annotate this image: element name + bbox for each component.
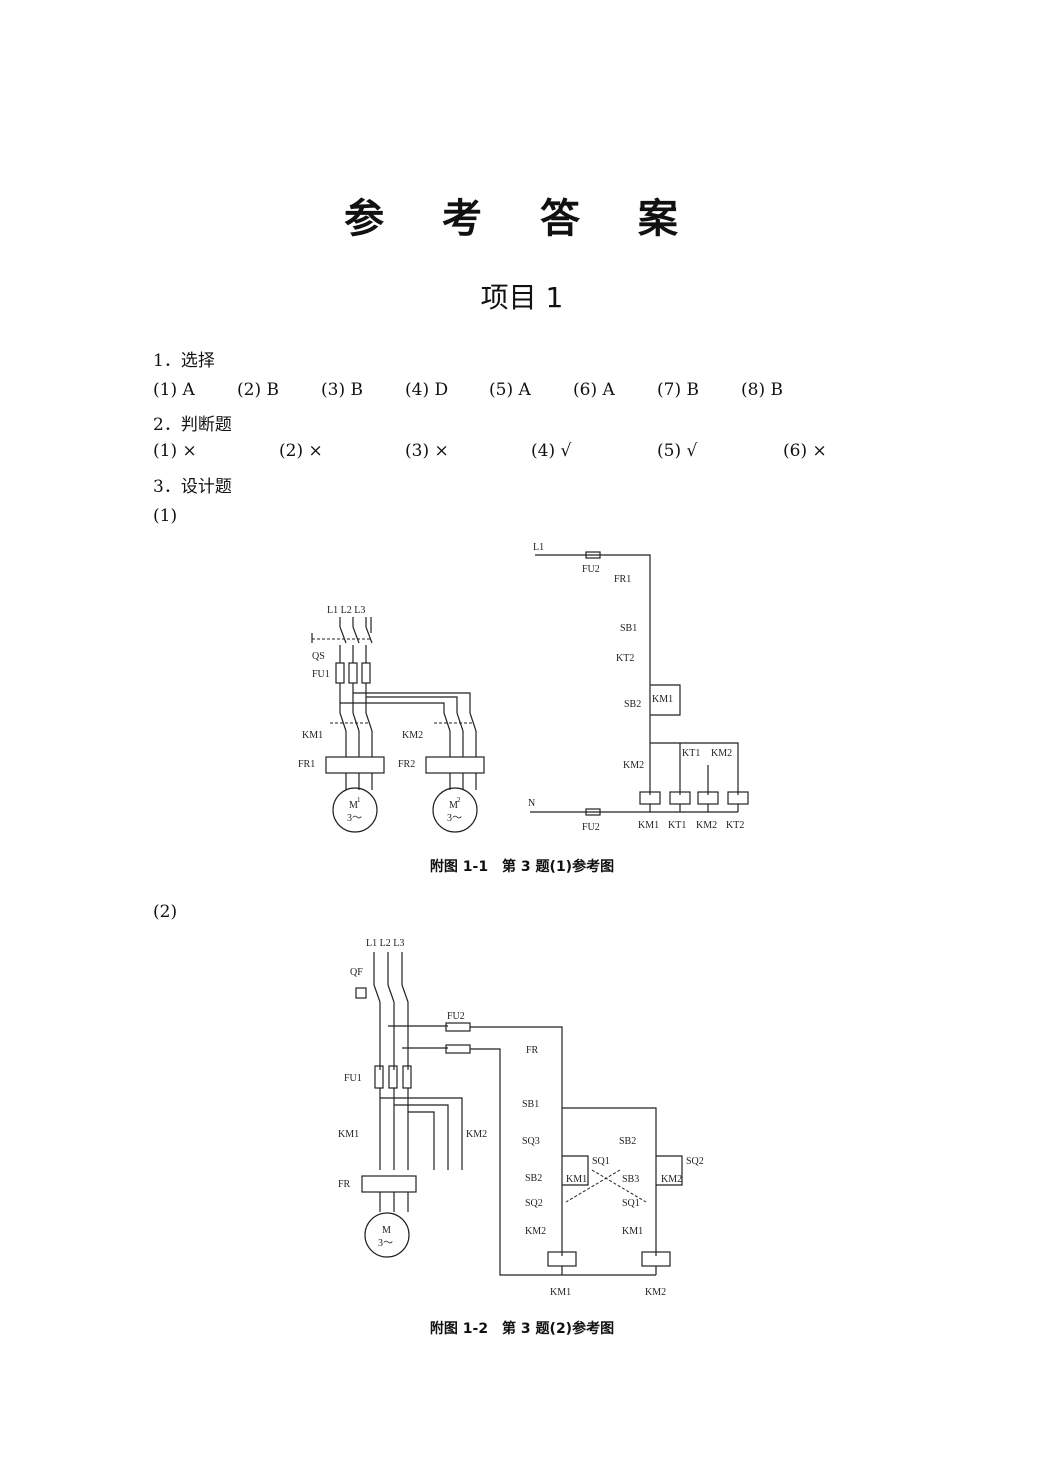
fig2-km1b-label: KM1 bbox=[622, 1226, 643, 1237]
choice-answer: (3) B bbox=[321, 380, 363, 400]
fig1-sb1-label: SB1 bbox=[620, 623, 637, 634]
choice-answer: (6) A bbox=[573, 380, 615, 400]
fig2-km1a-label: KM1 bbox=[566, 1174, 587, 1185]
fig1-motor1-phase: 3～ bbox=[347, 813, 362, 824]
fig1-l1-label: L1 bbox=[533, 542, 544, 553]
figure-1-1-diagram: L1 L2 L3 QS FU1 KM1 KM2 FR1 FR2 M 1 3～ M… bbox=[298, 542, 749, 833]
fig1-motor2-sup: 2 bbox=[457, 796, 461, 804]
judge-answer: (2) × bbox=[279, 441, 323, 461]
fig1-sb2-label: SB2 bbox=[624, 699, 641, 710]
fig1-fu2-top-label: FU2 bbox=[582, 564, 600, 575]
figure-1-2-caption: 附图 1-2 第 3 题(2)参考图 bbox=[429, 1321, 615, 1337]
fig1-fu2-bottom-label: FU2 bbox=[582, 822, 600, 833]
fig2-coil2-label: KM2 bbox=[645, 1287, 666, 1298]
fig1-fu1-label: FU1 bbox=[312, 669, 330, 680]
fig2-fr-label: FR bbox=[338, 1179, 351, 1190]
judge-answer: (5) √ bbox=[657, 441, 698, 461]
fig2-sq1b-label: SQ1 bbox=[622, 1198, 640, 1209]
fig2-l1l2l3-label: L1 L2 L3 bbox=[366, 938, 404, 949]
fig2-km1-label: KM1 bbox=[338, 1129, 359, 1140]
section-design-heading: 3．设计题 bbox=[153, 477, 232, 497]
judge-answer: (6) × bbox=[783, 441, 827, 461]
fig2-km2a-label: KM2 bbox=[661, 1174, 682, 1185]
fig2-sq2b-label: SQ2 bbox=[525, 1198, 543, 1209]
fig1-motor2-label: M bbox=[449, 800, 458, 811]
fig2-motor-phase: 3～ bbox=[378, 1238, 393, 1249]
fig2-coil1-label: KM1 bbox=[550, 1287, 571, 1298]
fig2-fu2-label: FU2 bbox=[447, 1011, 465, 1022]
section-judge-heading: 2．判断题 bbox=[153, 415, 232, 435]
judge-answer: (4) √ bbox=[531, 441, 572, 461]
part-1-label: (1) bbox=[153, 506, 178, 526]
fig2-km2b-label: KM2 bbox=[525, 1226, 546, 1237]
fig1-fr1-contact-label: FR1 bbox=[614, 574, 631, 585]
fig2-sq1a-label: SQ1 bbox=[592, 1156, 610, 1167]
choice-answer: (1) A bbox=[153, 380, 195, 400]
choice-answer: (5) A bbox=[489, 380, 531, 400]
fig2-km2-label: KM2 bbox=[466, 1129, 487, 1140]
fig1-kt1-contact-label: KT1 bbox=[682, 748, 700, 759]
project-heading: 项目 1 bbox=[480, 281, 564, 314]
fig1-l1l2l3-label: L1 L2 L3 bbox=[327, 605, 365, 616]
fig2-motor-label: M bbox=[382, 1225, 391, 1236]
fig2-sb2l-label: SB2 bbox=[525, 1173, 542, 1184]
choice-answer: (7) B bbox=[657, 380, 699, 400]
fig2-fr-contact-label: FR bbox=[526, 1045, 539, 1056]
fig2-sb3-label: SB3 bbox=[622, 1174, 639, 1185]
fig1-kt2-label: KT2 bbox=[616, 653, 634, 664]
fig2-sb2r-label: SB2 bbox=[619, 1136, 636, 1147]
judge-answer: (3) × bbox=[405, 441, 449, 461]
fig2-qf-label: QF bbox=[350, 967, 363, 978]
fig1-qs-label: QS bbox=[312, 651, 325, 662]
fig1-km2-contact-label: KM2 bbox=[711, 748, 732, 759]
choice-answer: (8) B bbox=[741, 380, 783, 400]
fig1-km2-label: KM2 bbox=[402, 730, 423, 741]
fig1-km2-contact2-label: KM2 bbox=[623, 760, 644, 771]
figure-1-1-caption: 附图 1-1 第 3 题(1)参考图 bbox=[429, 859, 615, 875]
fig1-motor1-label: M bbox=[349, 800, 358, 811]
fig1-coil-km2-label: KM2 bbox=[696, 820, 717, 831]
fig2-sq2a-label: SQ2 bbox=[686, 1156, 704, 1167]
fig1-n-label: N bbox=[528, 798, 535, 809]
fig1-fr1-label: FR1 bbox=[298, 759, 315, 770]
section-choice-heading: 1．选择 bbox=[153, 351, 215, 371]
fig1-coil-kt2-label: KT2 bbox=[726, 820, 744, 831]
choice-answer: (4) D bbox=[405, 380, 449, 400]
fig1-fr2-label: FR2 bbox=[398, 759, 415, 770]
fig1-motor1-sup: 1 bbox=[357, 796, 361, 804]
fig1-km1-contact-label: KM1 bbox=[652, 694, 673, 705]
figure-1-2-diagram: L1 L2 L3 QF FU2 FU1 KM1 KM2 FR M 3～ FR S… bbox=[338, 938, 704, 1298]
fig2-fu1-label: FU1 bbox=[344, 1073, 362, 1084]
part-2-label: (2) bbox=[153, 902, 178, 922]
page-title: 参 考 答 案 bbox=[344, 196, 700, 242]
choice-answer: (2) B bbox=[237, 380, 279, 400]
fig2-sq3-label: SQ3 bbox=[522, 1136, 540, 1147]
fig2-sb1-label: SB1 bbox=[522, 1099, 539, 1110]
fig1-motor2-phase: 3～ bbox=[447, 813, 462, 824]
fig1-km1-label: KM1 bbox=[302, 730, 323, 741]
fig1-coil-km1-label: KM1 bbox=[638, 820, 659, 831]
judge-answer: (1) × bbox=[153, 441, 197, 461]
fig1-coil-kt1-label: KT1 bbox=[668, 820, 686, 831]
